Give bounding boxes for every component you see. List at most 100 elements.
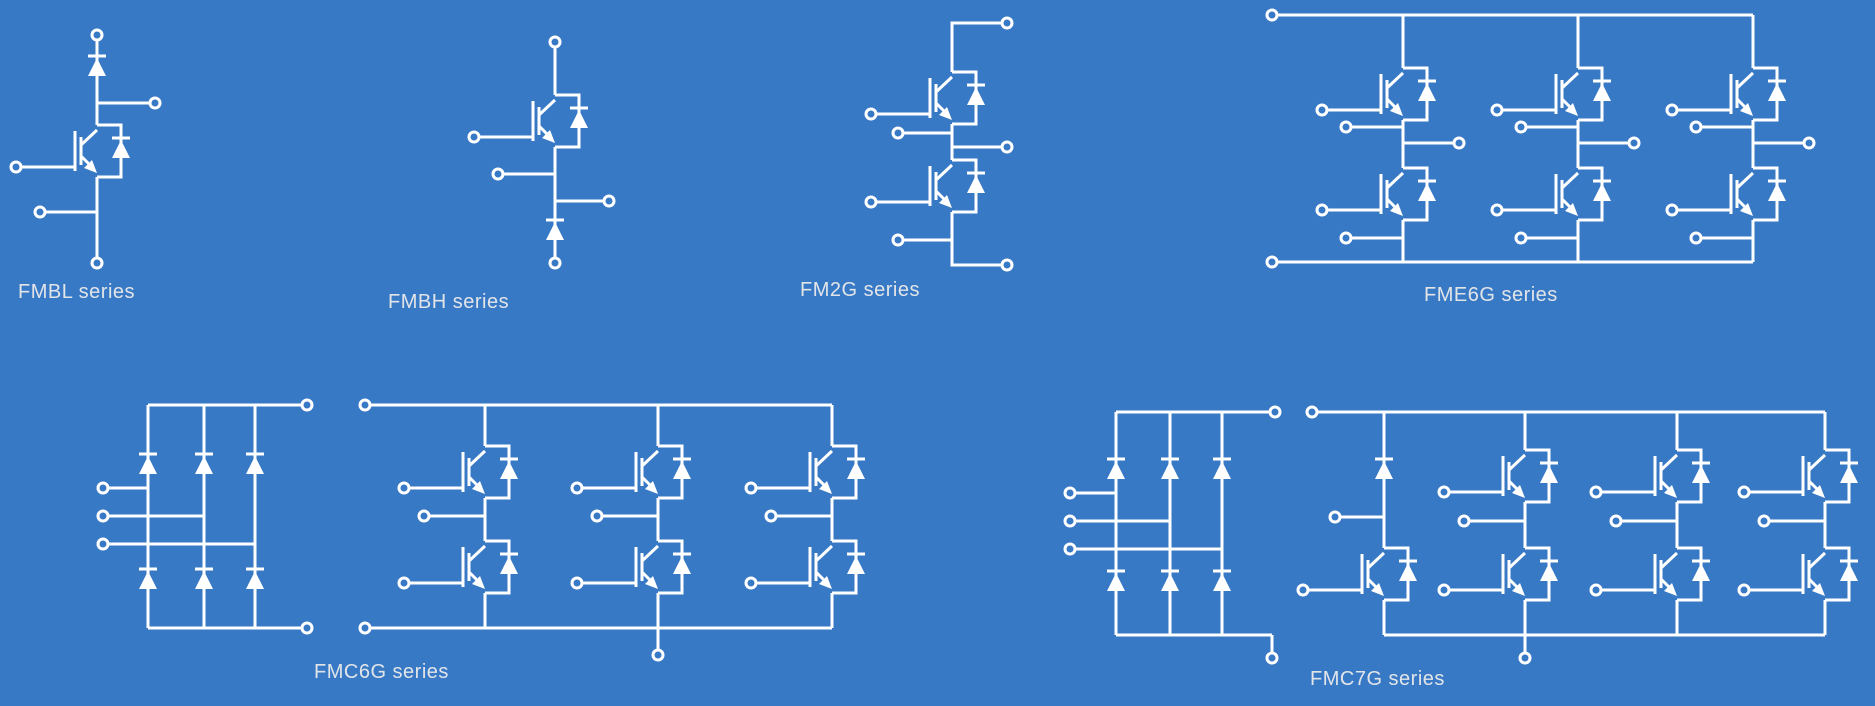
terminal [90,28,104,42]
igbt-symbol [1591,548,1710,600]
fmc7g-brake-chopper [1298,405,1825,665]
terminal [1627,136,1641,150]
igbt-symbol [469,95,588,147]
terminal [1689,120,1703,134]
terminal [891,126,905,140]
rectifier-diode [244,452,266,476]
igbt-symbol [11,125,130,177]
terminal [548,256,562,270]
series-label-fmc7g: FMC7G series [1310,668,1445,690]
terminal [417,509,431,523]
igbt-symbol [1739,450,1858,502]
terminal [1514,231,1528,245]
fmbl-circuit [11,28,162,270]
fmc7g-leg1 [1439,412,1558,635]
series-diode [86,54,108,78]
terminal [1514,120,1528,134]
igbt-symbol [399,446,518,498]
terminal [90,256,104,270]
terminal [491,167,505,181]
fmc7g-rectifier [1063,405,1282,665]
igbt-symbol [866,160,985,212]
series-label-fme6g: FME6G series [1424,284,1558,306]
terminal [1268,405,1282,419]
terminal [33,205,47,219]
terminal [96,509,110,523]
terminal [1063,542,1077,556]
terminal [1000,258,1014,272]
terminal [96,481,110,495]
fmc7g-leg2 [1591,412,1710,635]
terminal [1339,120,1353,134]
brake-diode [1373,457,1395,481]
terminal [1457,514,1471,528]
rectifier-diode [1159,569,1181,593]
terminal [358,398,372,412]
igbt-symbol [746,446,865,498]
igbt-symbol [1492,168,1611,220]
fme6g-leg3 [1667,15,1816,262]
terminal [1689,231,1703,245]
fmc6g-inverter [358,398,865,662]
fme6g-leg2 [1492,15,1641,262]
igbt-symbol [399,541,518,593]
terminal [300,621,314,635]
terminal [1452,136,1466,150]
terminal [300,398,314,412]
fmc7g-inverter [1439,412,1858,635]
fmc6g-rectifier [96,398,314,635]
series-label-fmc6g: FMC6G series [314,661,449,683]
igbt-symbol [1439,548,1558,600]
fmbh-circuit [469,35,616,270]
brake-igbt-symbol [1298,548,1417,600]
rectifier-diode [1105,569,1127,593]
terminal [1265,8,1279,22]
igbt-symbol [1317,168,1436,220]
terminal [651,648,665,662]
fme6g-circuit [1265,8,1816,269]
series-label-fmbh: FMBH series [388,291,510,313]
terminal [1265,651,1279,665]
series-label-fm2g: FM2G series [800,279,920,301]
terminal [1063,514,1077,528]
terminal [1339,231,1353,245]
igbt-symbol [1591,450,1710,502]
igbt-symbol [1492,68,1611,120]
terminal [764,509,778,523]
rectifier-diode [1211,569,1233,593]
fmc7g-circuit [1063,405,1858,665]
terminal [1063,486,1077,500]
igbt-symbol [1439,450,1558,502]
terminal [548,35,562,49]
igbt-symbol [1667,168,1786,220]
terminal [96,537,110,551]
igbt-symbol [746,541,865,593]
terminal [1000,16,1014,30]
igbt-symbol [1317,68,1436,120]
igbt-symbol [572,541,691,593]
fme6g-leg1 [1317,15,1466,262]
terminal [602,194,616,208]
terminal [1518,651,1532,665]
terminal [358,621,372,635]
terminal [590,509,604,523]
terminal [1265,255,1279,269]
fmc6g-leg2 [572,405,691,628]
fmc7g-leg3 [1739,412,1858,635]
rectifier-diode [137,567,159,591]
rectifier-diode [193,567,215,591]
rectifier-diode [1211,457,1233,481]
series-label-fmbl: FMBL series [18,281,136,303]
terminal [148,96,162,110]
igbt-symbol [572,446,691,498]
terminal [1305,405,1319,419]
fmc6g-leg3 [746,405,865,628]
rectifier-diode [193,452,215,476]
igbt-symbol [1667,68,1786,120]
fmc6g-leg1 [399,405,518,628]
igbt-symbol [866,72,985,124]
terminal [891,233,905,247]
rectifier-diode [1159,457,1181,481]
